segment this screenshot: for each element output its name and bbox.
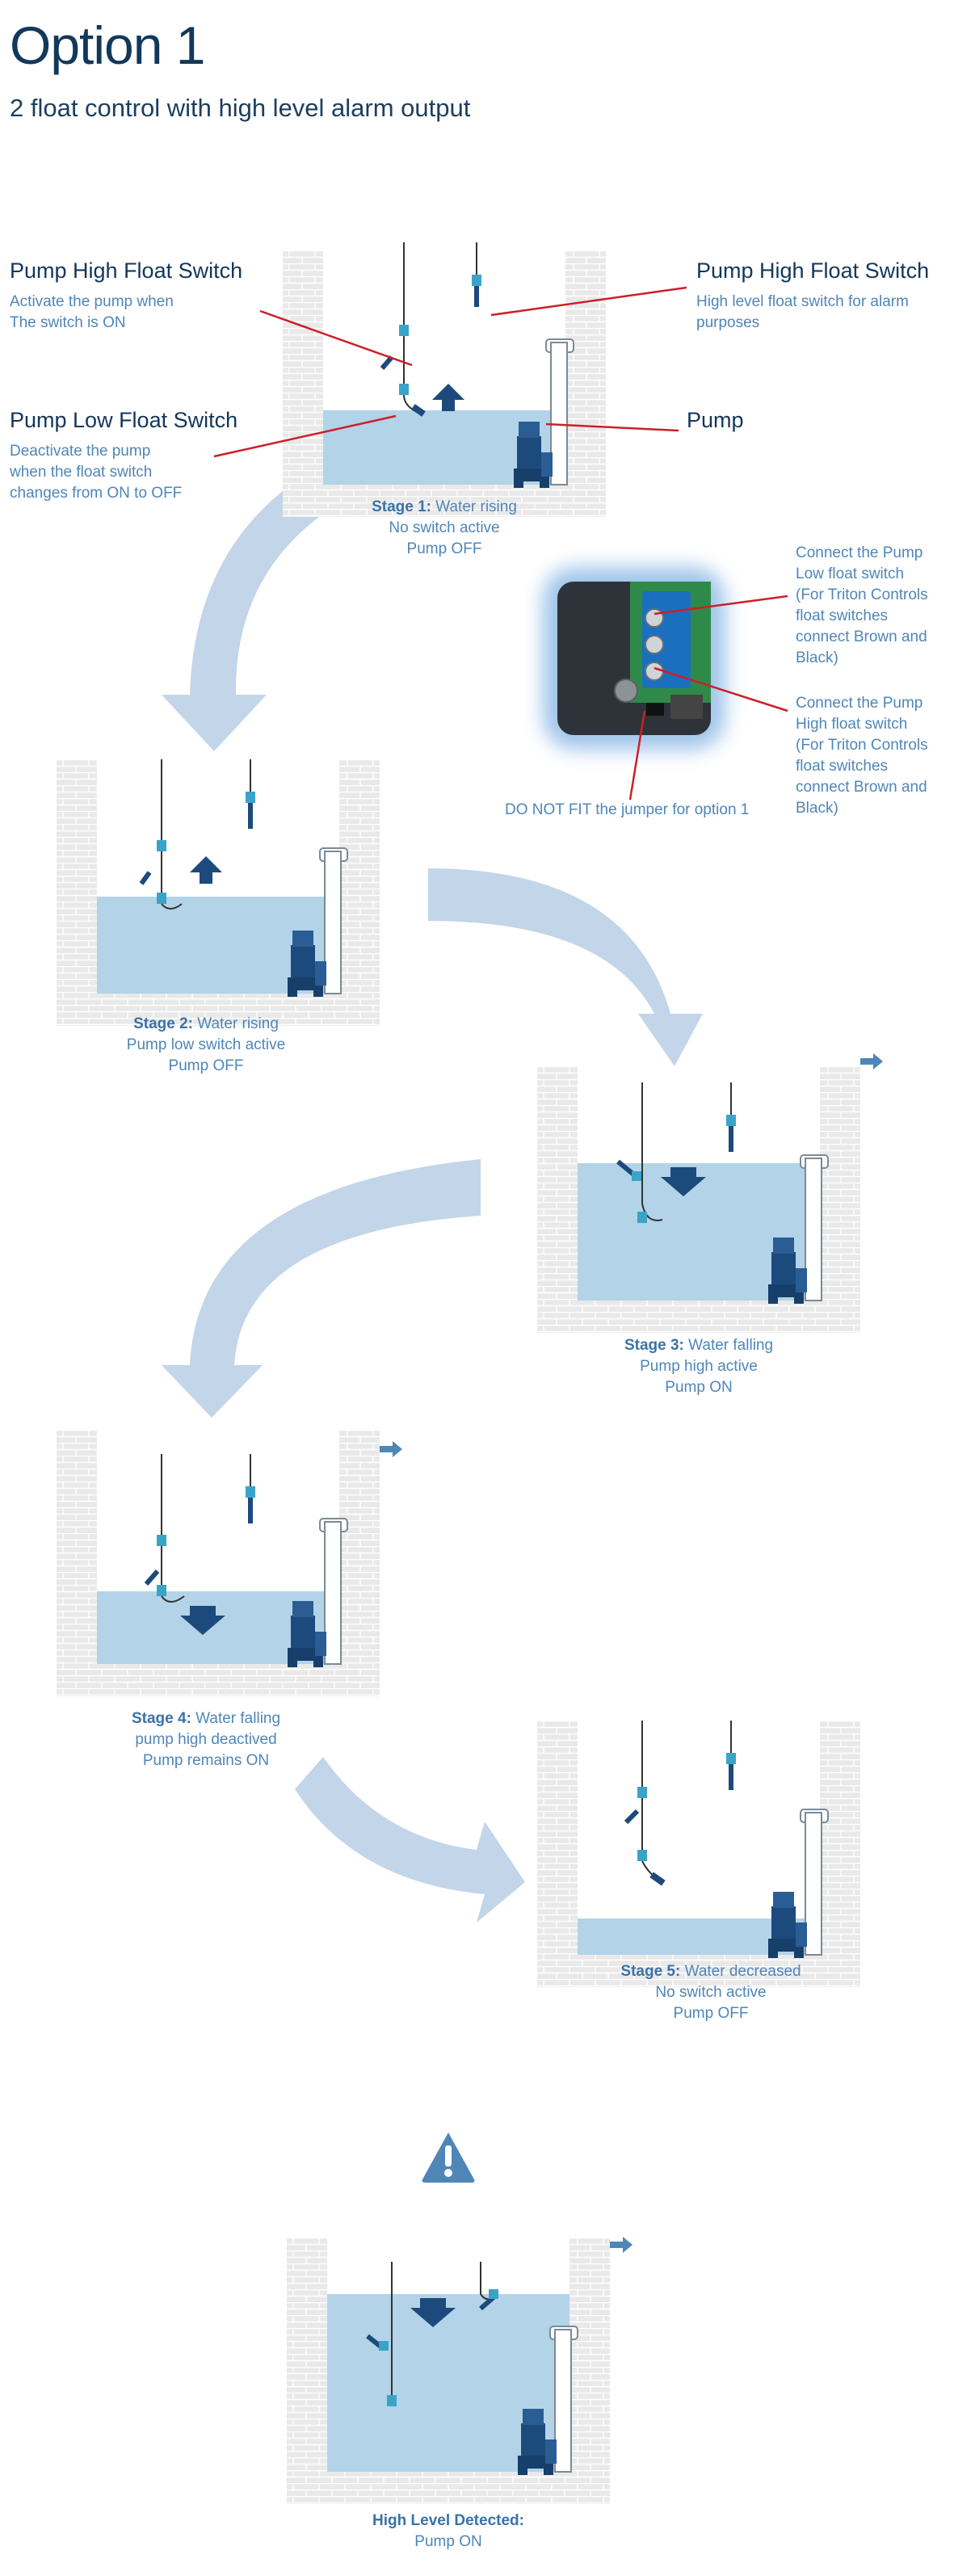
stage-text: Water falling	[195, 1710, 281, 1727]
callout-line-pump	[545, 422, 679, 432]
stage-line: Pump OFF	[168, 1057, 244, 1074]
label-pump-low: Pump Low Float Switch Deactivate the pum…	[10, 408, 252, 504]
callout-line-jumper	[628, 710, 646, 801]
label-desc: when the float switch	[10, 464, 153, 481]
callout-line-low	[213, 414, 397, 458]
flow-arrow-4	[295, 1757, 525, 1923]
stage-title: Stage 3:	[624, 1337, 684, 1354]
label-pump-high-right: Pump High Float Switch High level float …	[696, 258, 954, 334]
stage-line: Pump low switch active	[126, 1036, 286, 1053]
stage-1-tank	[283, 242, 606, 517]
stage-line: Pump high active	[640, 1358, 758, 1375]
flow-arrow-1	[162, 485, 319, 751]
callout-line-wire-high	[654, 666, 788, 712]
stage-1-caption: Stage 1: Water rising No switch active P…	[331, 497, 557, 560]
note-line: Black)	[796, 649, 838, 666]
stage-line: No switch active	[389, 519, 500, 536]
label-desc: Activate the pump when	[10, 293, 174, 310]
note-line: Connect the Pump	[796, 544, 923, 561]
label-desc: High level float switch for alarm	[696, 293, 909, 310]
stage-3-tank	[537, 1053, 883, 1333]
note-line: High float switch	[796, 716, 908, 733]
stage-3-caption: Stage 3: Water falling Pump high active …	[586, 1335, 812, 1398]
stage-2-tank	[57, 759, 380, 1026]
stage-title: Stage 2:	[133, 1015, 193, 1032]
page-title: Option 1	[10, 15, 205, 75]
stage-text: Water decreased	[684, 1963, 801, 1980]
stage-line: Pump ON	[665, 1379, 733, 1396]
wiring-note-high: Connect the Pump High float switch (For …	[796, 693, 953, 819]
note-line: float switches	[796, 758, 889, 775]
stage-title: High Level Detected:	[372, 2512, 524, 2529]
label-heading: Pump Low Float Switch	[10, 408, 238, 432]
stage-5-caption: Stage 5: Water decreased No switch activ…	[598, 1961, 824, 2024]
label-desc: changes from ON to OFF	[10, 485, 183, 502]
stage-line: Pump OFF	[673, 2005, 749, 2022]
stage-2-caption: Stage 2: Water rising Pump low switch ac…	[93, 1014, 319, 1077]
stage-line: pump high deactived	[135, 1731, 277, 1748]
label-pump: Pump	[687, 408, 744, 432]
stage-line: Pump remains ON	[142, 1752, 270, 1769]
stage-text: Water rising	[197, 1015, 279, 1032]
note-line: Low float switch	[796, 565, 905, 582]
label-heading: Pump High Float Switch	[10, 258, 243, 283]
note-line: Connect the Pump	[796, 695, 923, 712]
wiring-note-low: Connect the Pump Low float switch (For T…	[796, 543, 953, 669]
label-pump-high-left: Pump High Float Switch Activate the pump…	[10, 258, 276, 334]
high-level-caption: High Level Detected: Pump ON	[335, 2511, 561, 2553]
callout-line-high-left	[259, 309, 413, 367]
stage-4-caption: Stage 4: Water falling pump high deactiv…	[93, 1708, 319, 1771]
stage-4-tank	[57, 1430, 402, 1696]
terminal-block-image	[543, 567, 725, 750]
note-line: connect Brown and	[796, 628, 927, 645]
stage-5-tank	[537, 1721, 860, 1987]
label-desc: Deactivate the pump	[10, 443, 151, 460]
stage-title: Stage 4:	[131, 1710, 191, 1727]
note-line: connect Brown and	[796, 779, 927, 796]
note-line: (For Triton Controls	[796, 737, 928, 754]
note-line: (For Triton Controls	[796, 586, 928, 603]
warning-triangle-icon	[422, 2133, 475, 2183]
note-line: float switches	[796, 607, 889, 624]
page-subtitle: 2 float control with high level alarm ou…	[10, 94, 471, 122]
stage-line: No switch active	[655, 1984, 767, 2001]
stage-line: Pump ON	[414, 2533, 482, 2550]
stage-text: Water falling	[688, 1337, 774, 1354]
high-level-tank	[287, 2237, 632, 2504]
callout-line-high-right	[490, 286, 687, 317]
flow-arrow-3	[162, 1159, 481, 1418]
label-desc: The switch is ON	[10, 314, 126, 331]
stage-line: Pump OFF	[406, 540, 482, 557]
stage-text: Water rising	[435, 498, 517, 515]
stage-title: Stage 1:	[372, 498, 431, 515]
flow-arrow-2	[428, 868, 703, 1066]
wiring-note-jumper: DO NOT FIT the jumper for option 1	[505, 801, 750, 818]
note-line: Black)	[796, 800, 838, 817]
label-desc: purposes	[696, 314, 760, 331]
callout-line-wire-low	[654, 595, 788, 616]
label-heading: Pump High Float Switch	[696, 258, 930, 283]
stage-title: Stage 5:	[620, 1963, 681, 1980]
